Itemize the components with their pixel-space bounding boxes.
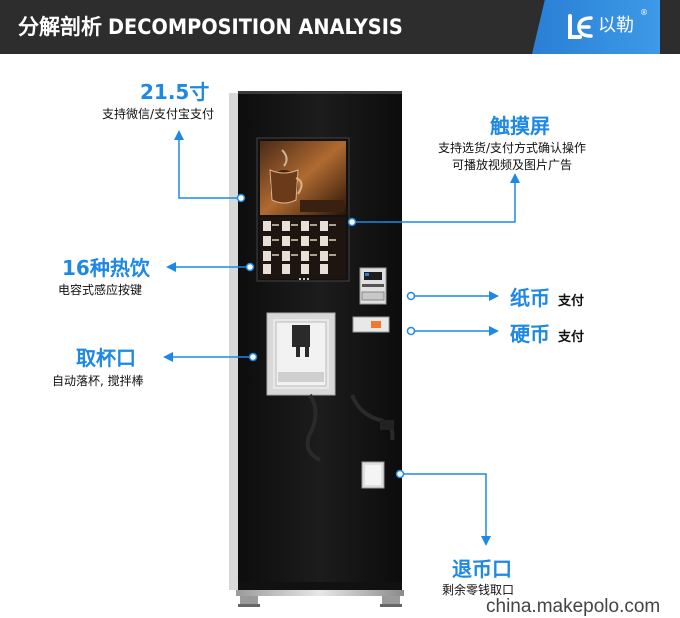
label-touchscreen-line2: 可播放视频及图片广告 (452, 158, 573, 172)
cabinet-base (236, 590, 404, 596)
cabinet-side-edge (229, 93, 239, 590)
label-screen-size: 21.5寸 (140, 80, 210, 104)
arrow-up-icon (510, 173, 520, 183)
label-paper-money-suffix: 支付 (558, 294, 585, 309)
brand-logo-panel (532, 0, 660, 54)
label-hot-drinks: 16种热饮 (62, 256, 150, 280)
label-hot-drinks-sub: 电容式感应按键 (58, 283, 143, 297)
arrow-right-icon (489, 291, 499, 301)
page-title-en: DECOMPOSITION ANALYSIS (108, 15, 403, 39)
label-coin: 硬币 (510, 322, 550, 346)
callout-line-coin-return (400, 473, 487, 538)
label-screen-size-sub: 支持微信/支付宝支付 (102, 107, 215, 121)
label-coin-return: 退币口 (452, 557, 512, 581)
arrow-left-icon (163, 352, 173, 362)
label-touchscreen-line1: 支持选货/支付方式确认操作 (438, 141, 587, 155)
label-coin-suffix: 支付 (558, 330, 585, 345)
arrow-up-icon (174, 130, 184, 140)
page-title-cn: 分解剖析 (18, 15, 102, 39)
arrow-right-icon (489, 326, 499, 336)
callout-line-touchscreen (352, 181, 516, 223)
label-paper-money: 纸币 (510, 286, 550, 310)
label-cup-outlet: 取杯口 (76, 346, 136, 370)
brand-logo-icon (568, 14, 593, 39)
watermark-text: china.makepolo.com (486, 596, 661, 617)
arrow-down-icon (481, 536, 491, 546)
label-coin-return-sub: 剩余零钱取口 (442, 583, 515, 597)
brand-logo-text: 以勒 (598, 15, 634, 36)
callout-line-screen-size (178, 138, 241, 199)
label-cup-outlet-sub: 自动落杯, 搅拌棒 (52, 374, 144, 388)
registered-mark: ® (640, 8, 648, 17)
arrow-left-icon (166, 262, 176, 272)
label-touchscreen: 触摸屏 (490, 114, 550, 138)
